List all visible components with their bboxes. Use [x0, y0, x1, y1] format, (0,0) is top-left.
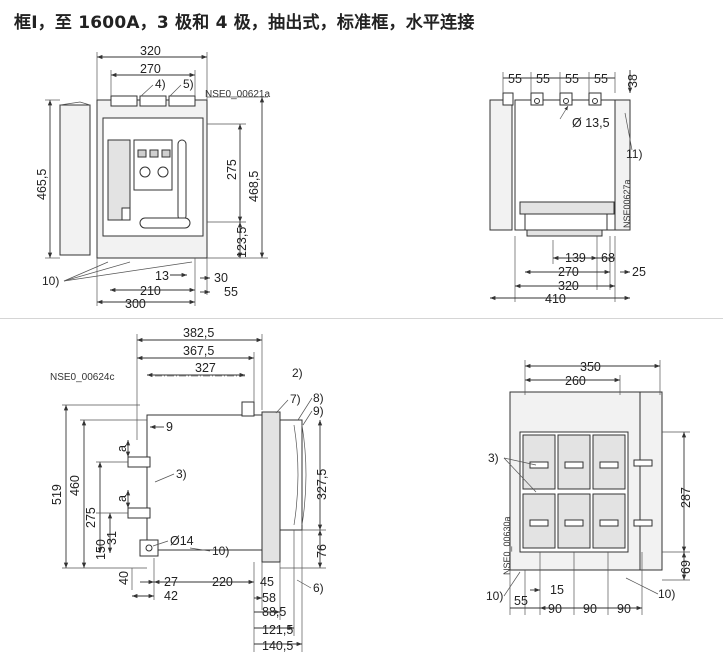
front-dim-465-5: 465,5 — [35, 169, 49, 200]
tr-callout-11: 11) — [626, 147, 642, 161]
tr-dim-55-1: 55 — [508, 72, 522, 86]
front-callout-10: 10) — [42, 274, 59, 288]
side-callout-2: 2) — [292, 366, 303, 380]
rear-dim-260: 260 — [565, 374, 586, 388]
tr-dim-410: 410 — [545, 292, 566, 306]
tr-dim-38: 38 — [626, 74, 640, 88]
side-dim-88-5: 88,5 — [262, 605, 286, 619]
tr-ref: NSE00627a — [622, 179, 632, 228]
side-dim-460: 460 — [68, 475, 82, 496]
front-dim-275: 275 — [225, 159, 239, 180]
rear-dim-90-3: 90 — [617, 602, 631, 616]
side-dim-275: 275 — [84, 507, 98, 528]
front-dim-300: 300 — [125, 297, 146, 311]
side-dim-220: 220 — [212, 575, 233, 589]
front-ref: NSE0_00621a — [205, 89, 270, 100]
tr-dim-dia: Ø 13,5 — [572, 116, 610, 130]
front-callout-4: 4) — [155, 77, 166, 91]
rear-dim-287: 287 — [679, 487, 693, 508]
side-view: 382,5 367,5 327 NSE0_00624c 2) 7) 8) 9) … — [50, 326, 329, 653]
tr-dim-139: 139 — [565, 251, 586, 265]
tr-dim-55-4: 55 — [594, 72, 608, 86]
rear-dim-15: 15 — [550, 583, 564, 597]
side-dim-519: 519 — [50, 484, 64, 505]
side-dim-327-5: 327,5 — [315, 469, 329, 500]
rear-view: 350 260 287 69 3) NSE0_00630a 10) 10) 15… — [486, 360, 693, 616]
rear-terminals — [522, 434, 626, 549]
side-body — [146, 414, 263, 551]
page-title: 框I，至 1600A，3 极和 4 极，抽出式，标准框，水平连接 — [14, 13, 475, 33]
side-dim-40: 40 — [117, 571, 131, 585]
front-view: 320 270 4) 5) NSE0_00621a 465,5 468,5 27… — [35, 44, 270, 311]
side-ref: NSE0_00624c — [50, 372, 115, 383]
rear-dim-90-1: 90 — [548, 602, 562, 616]
side-dim-58: 58 — [262, 591, 276, 605]
front-dim-210: 210 — [140, 284, 161, 298]
front-dim-55: 55 — [224, 285, 238, 299]
side-dim-dia14: Ø14 — [170, 534, 194, 548]
tr-dim-270: 270 — [558, 265, 579, 279]
side-dim-121-5: 121,5 — [262, 623, 293, 637]
front-dim-13: 13 — [155, 269, 169, 283]
tr-dim-68: 68 — [601, 251, 615, 265]
side-callout-9: 9) — [313, 404, 324, 418]
side-dim-45: 45 — [260, 575, 274, 589]
tr-dim-55-3: 55 — [565, 72, 579, 86]
side-callout-8: 8) — [313, 391, 324, 405]
rear-callout-10a: 10) — [486, 589, 503, 603]
tr-dim-25: 25 — [632, 265, 646, 279]
side-dim-76: 76 — [315, 544, 329, 558]
side-callout-6: 6) — [313, 581, 324, 595]
side-dim-140-5: 140,5 — [262, 639, 293, 653]
rear-dim-69: 69 — [679, 560, 693, 574]
rear-dim-90-2: 90 — [583, 602, 597, 616]
side-callout-3: 3) — [176, 467, 187, 481]
front-dim-123-5: 123,5 — [235, 227, 249, 258]
front-dim-270: 270 — [140, 62, 161, 76]
side-dim-382-5: 382,5 — [183, 326, 214, 340]
rear-callout-3: 3) — [488, 451, 499, 465]
tr-dim-320: 320 — [558, 279, 579, 293]
rear-callout-10b: 10) — [658, 587, 675, 601]
side-callout-10: 10) — [212, 544, 229, 558]
section-divider — [0, 318, 723, 319]
side-dim-a2: a — [115, 495, 129, 502]
side-dim-367-5: 367,5 — [183, 344, 214, 358]
front-dim-468-5: 468,5 — [247, 171, 261, 202]
side-dim-327: 327 — [195, 361, 216, 375]
front-left-rail — [59, 104, 91, 256]
tr-left-rail — [489, 99, 513, 231]
front-dim-320: 320 — [140, 44, 161, 58]
side-dim-a1: a — [115, 445, 129, 452]
tr-dim-55-2: 55 — [536, 72, 550, 86]
top-right-view: 55 55 55 55 38 Ø 13,5 11) NSE00627a 139 … — [489, 70, 646, 306]
side-dim-9: 9 — [166, 420, 173, 434]
side-dim-31: 31 — [105, 531, 119, 545]
rear-ref: NSE0_00630a — [502, 516, 512, 575]
side-dim-42: 42 — [164, 589, 178, 603]
front-callout-5: 5) — [183, 77, 194, 91]
side-dim-150: 150 — [94, 539, 108, 560]
rear-dim-350: 350 — [580, 360, 601, 374]
side-callout-7: 7) — [290, 392, 301, 406]
rear-right-rail — [639, 391, 663, 571]
rear-dim-55: 55 — [514, 594, 528, 608]
front-dim-30: 30 — [214, 271, 228, 285]
